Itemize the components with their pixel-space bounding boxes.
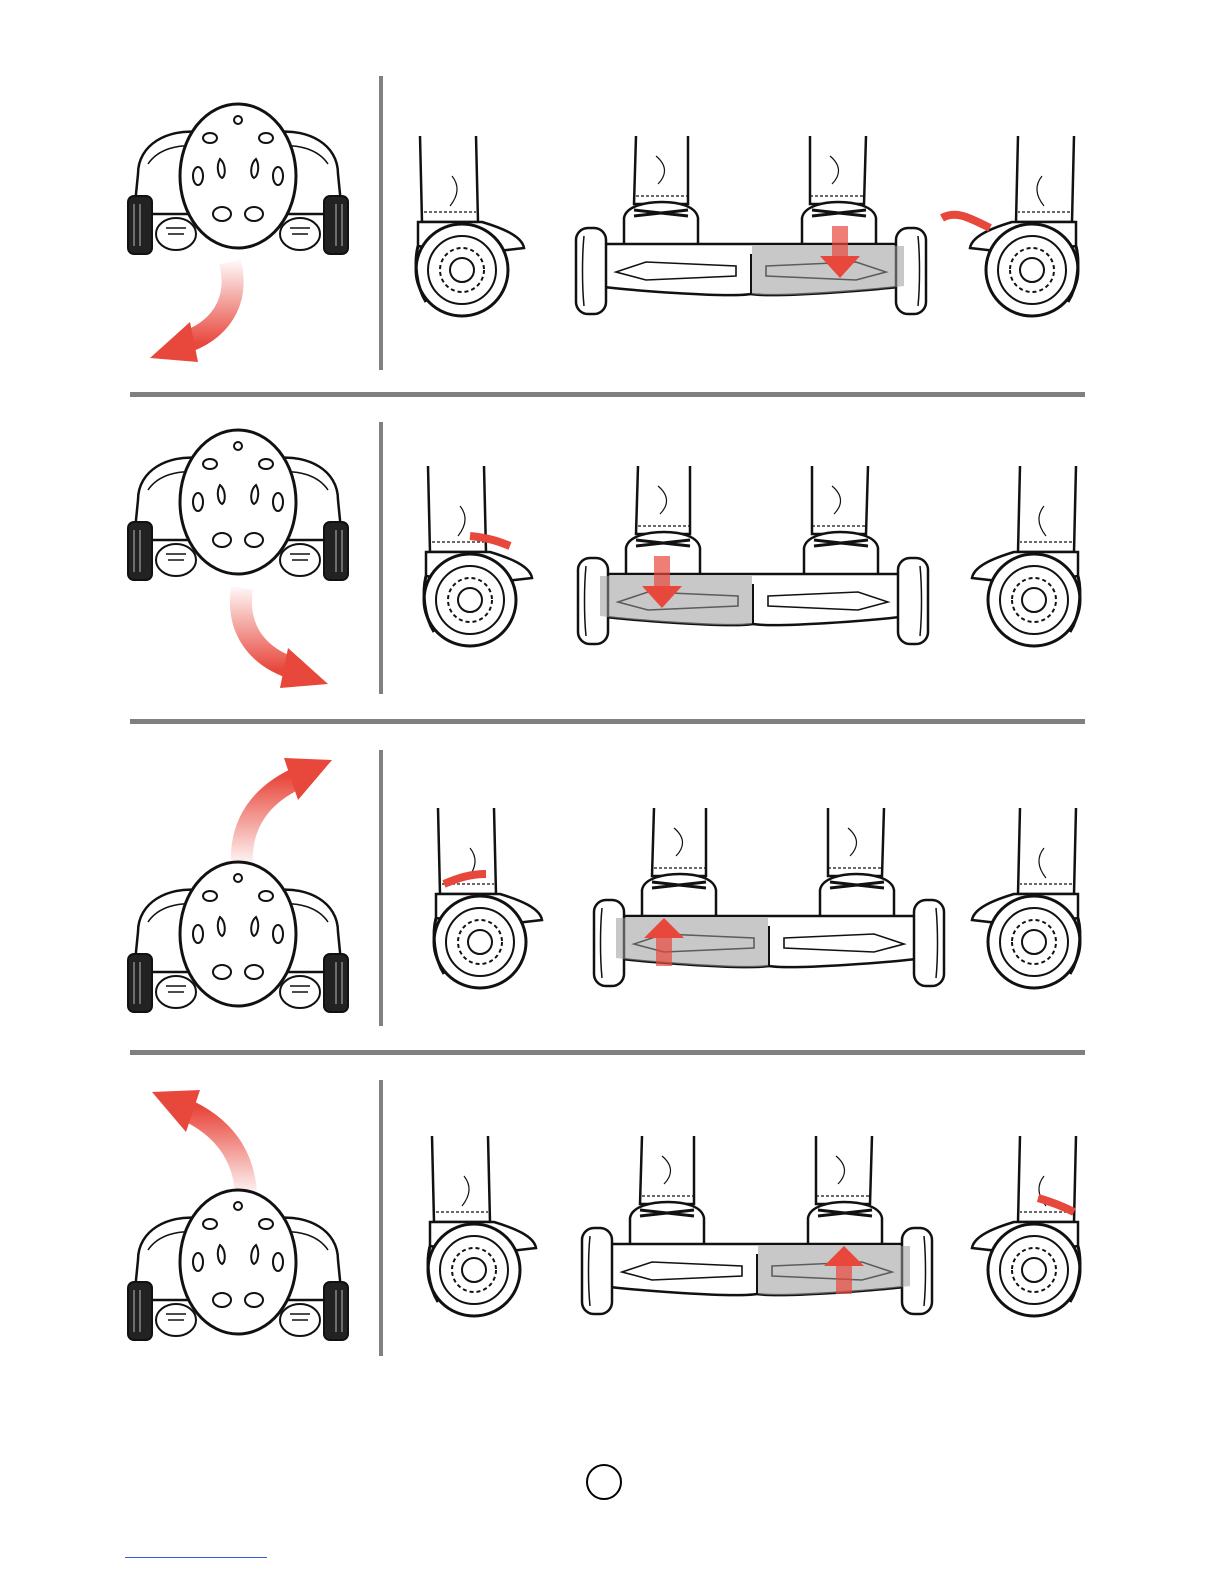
curved-arrow-up-left-icon [150,1086,260,1196]
vertical-divider [379,76,383,370]
left-wheel-side-view [430,808,560,992]
helmet-rider-icon [128,862,352,1022]
board-front-view [594,808,944,992]
right-wheel-side-view [962,1136,1092,1320]
left-wheel-side-view [412,136,542,320]
footer-rule [125,1557,267,1558]
curved-arrow-down-left-icon [150,262,260,372]
left-wheel-side-view [420,466,550,650]
right-wheel-side-view [962,808,1092,992]
left-wheel-side-view [424,1136,554,1320]
board-front-view [578,466,928,650]
curved-arrow-up-right-icon [226,754,336,864]
vertical-divider [379,422,383,694]
helmet-rider-icon [128,1190,352,1350]
vertical-divider [379,1080,383,1356]
board-front-view [576,136,926,320]
right-wheel-side-view [960,136,1090,320]
panel-separator [130,392,1085,397]
helmet-rider-icon [128,430,352,590]
curved-arrow-down-right-icon [222,588,332,698]
right-wheel-side-view [962,466,1092,650]
helmet-rider-icon [128,104,352,264]
board-front-view [582,1136,932,1320]
panel-separator [130,1050,1085,1055]
panel-separator [130,719,1085,724]
vertical-divider [379,750,383,1026]
page-number-marker [586,1464,622,1500]
